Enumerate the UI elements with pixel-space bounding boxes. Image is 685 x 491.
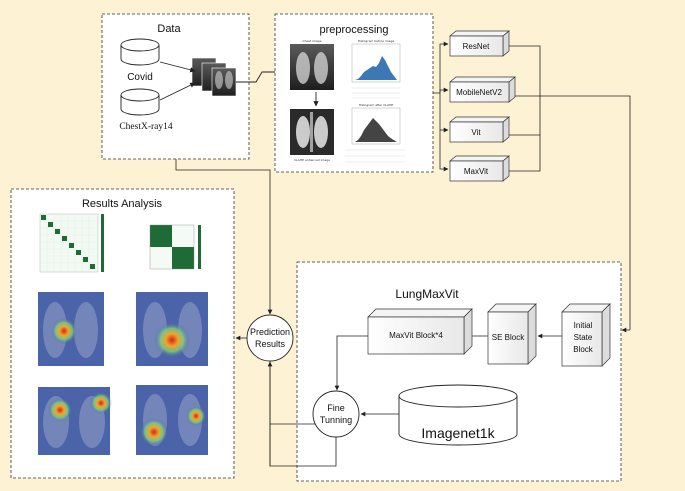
- model-maxvit-block: MaxVit: [449, 155, 510, 182]
- maxvit-block-label: MaxVit Block*4: [389, 331, 443, 340]
- data-panel-title: Data: [157, 23, 181, 35]
- fine-label-2: Tunning: [320, 415, 352, 425]
- prediction-label-2: Results: [255, 339, 286, 349]
- results-analysis-title: Results Analysis: [82, 198, 163, 210]
- lungmaxvit-panel: LungMaxVit Initial State Block SE Block …: [296, 261, 622, 482]
- initial-label-1: Initial: [574, 321, 593, 330]
- model-fan-arrows: [433, 41, 449, 172]
- stats-table-1: [352, 87, 400, 99]
- initial-label-2: State: [574, 333, 593, 342]
- preprocessing-panel: preprocessing Chest image Histogram befo…: [274, 13, 434, 173]
- gradcam-heatmap-4: [136, 385, 208, 455]
- model-resnet-label: ResNet: [463, 42, 490, 51]
- histogram-before-caption: Histogram before image: [358, 39, 395, 43]
- results-analysis-panel: Results Analysis: [10, 188, 235, 479]
- model-mobilenetv2-label: MobileNetV2: [456, 88, 502, 97]
- histogram-before: [351, 43, 401, 83]
- gradcam-heatmap-3: [38, 387, 112, 455]
- initial-label-3: Block: [573, 345, 594, 354]
- xray-stack-image: [191, 57, 237, 97]
- data-panel: Data Covid ChestX-ray14: [101, 13, 250, 160]
- covid-label: Covid: [127, 72, 153, 83]
- maxvit-block-x4: MaxVit Block*4: [367, 308, 473, 355]
- chestxray14-database-icon: [120, 88, 160, 116]
- lungmaxvit-title: LungMaxVit: [395, 287, 459, 301]
- stats-table-2: [345, 149, 405, 163]
- fine-label-1: Fine: [327, 403, 345, 413]
- original-image-caption: Chest image: [303, 39, 322, 43]
- se-block: SE Block: [487, 303, 537, 365]
- multiclass-confusion-matrix: [39, 213, 104, 273]
- imagenet1k-database-icon: Imagenet1k: [398, 384, 518, 446]
- imagenet1k-label: Imagenet1k: [421, 425, 495, 441]
- model-merge-lines: [509, 45, 631, 333]
- histogram-after-caption: Histogram after CLAHE: [359, 103, 394, 107]
- histogram-after: [351, 107, 401, 145]
- chestxray14-label: ChestX-ray14: [119, 122, 173, 132]
- model-vit-block: Vit: [449, 116, 510, 143]
- gradcam-heatmap-2: [136, 292, 208, 366]
- model-vit-label: Vit: [471, 128, 481, 137]
- prediction-results-node: Prediction Results: [246, 314, 294, 362]
- original-chest-xray: [290, 44, 334, 90]
- covid-database-icon: [120, 38, 160, 66]
- enhanced-image-caption: CLAHE enhanced image: [294, 158, 330, 162]
- model-resnet-block: ResNet: [449, 30, 510, 57]
- binary-confusion-matrix: [149, 224, 201, 270]
- gradcam-heatmap-1: [38, 292, 104, 366]
- model-maxvit-label: MaxVit: [464, 167, 489, 176]
- se-block-label: SE Block: [492, 333, 525, 342]
- prediction-label-1: Prediction: [250, 327, 290, 337]
- fine-tunning-node: Fine Tunning: [312, 390, 360, 438]
- preprocessing-title: preprocessing: [319, 24, 388, 36]
- enhanced-chest-xray: [290, 109, 334, 155]
- initial-state-block: Initial State Block: [561, 303, 611, 367]
- model-mobilenetv2-block: MobileNetV2: [449, 76, 516, 103]
